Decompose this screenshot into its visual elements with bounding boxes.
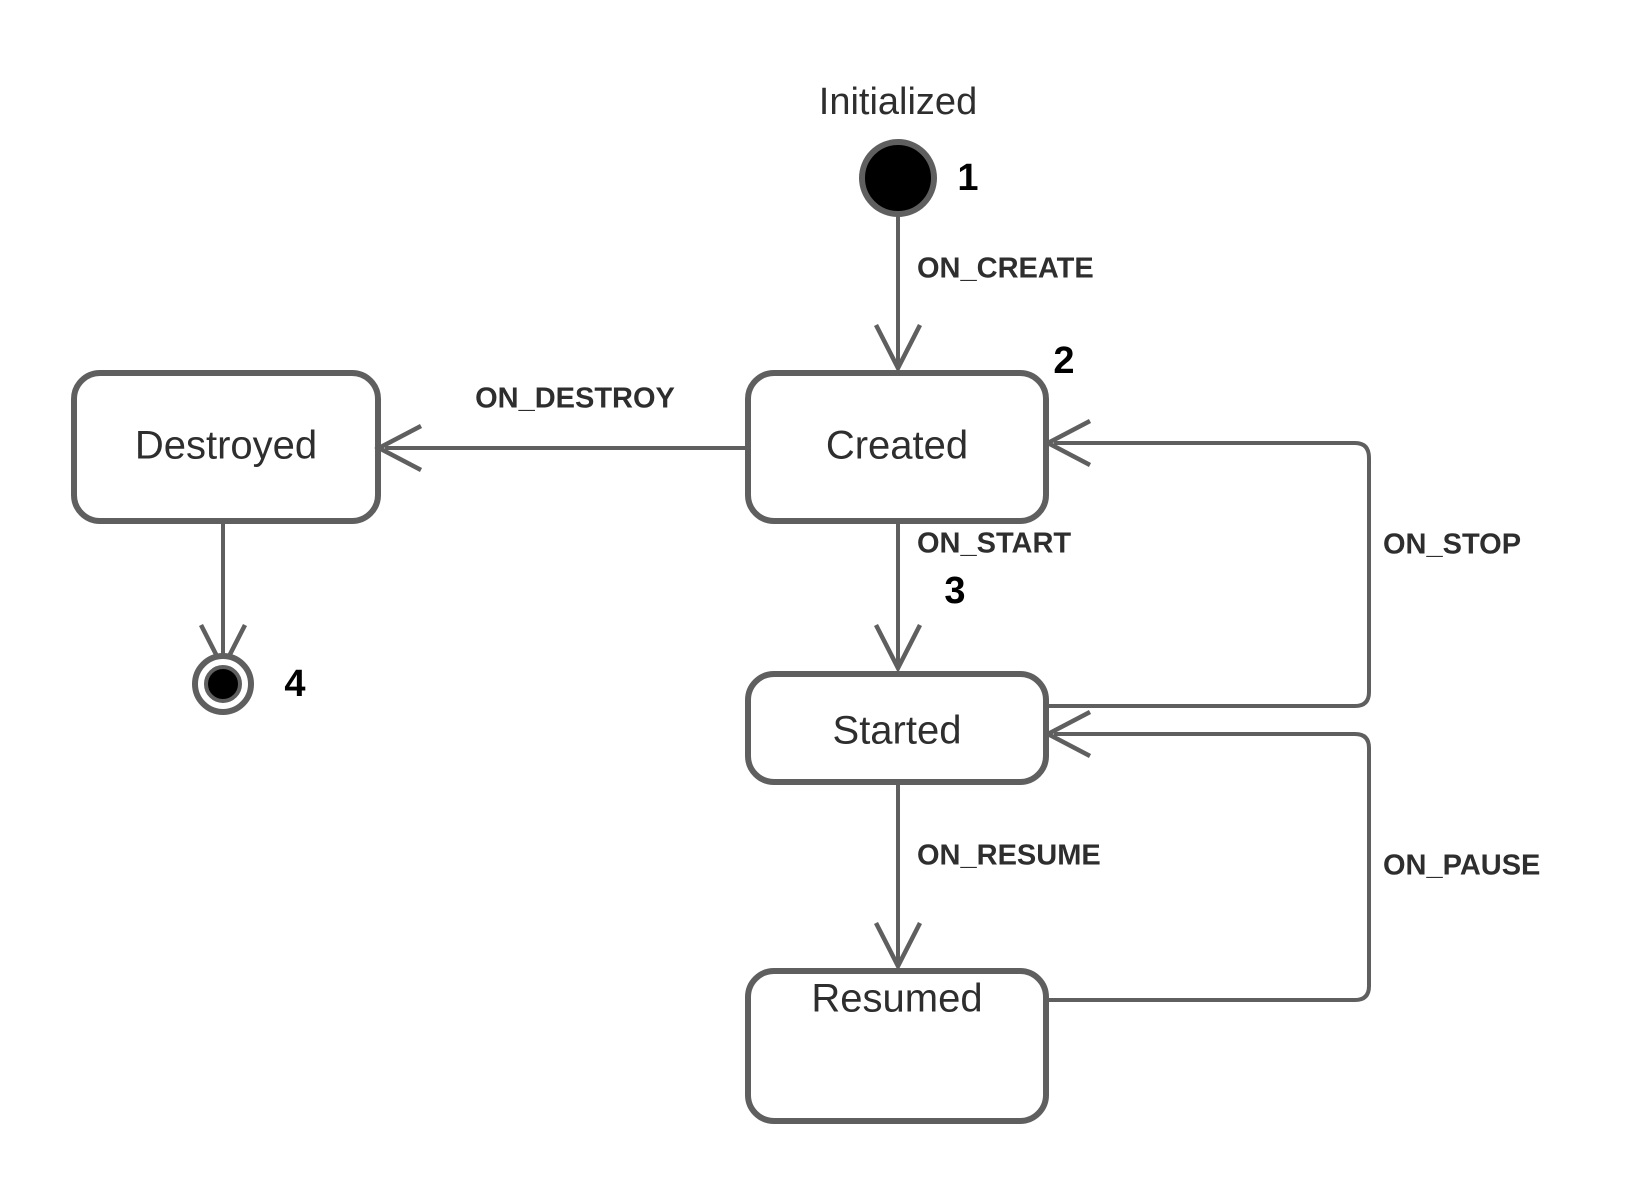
transition-on-pause-line[interactable] [1046, 732, 1371, 1002]
transition-on-stop-line[interactable] [1046, 441, 1371, 708]
state-label-resumed: Resumed [811, 977, 982, 1021]
transition-on-pause-label: ON_PAUSE [1383, 850, 1540, 882]
state-label-started: Started [833, 709, 962, 753]
state-label-destroyed: Destroyed [135, 424, 317, 468]
transition-on-resume-arrowhead [873, 921, 923, 971]
step-number-4: 4 [284, 663, 305, 705]
step-number-1: 1 [957, 157, 978, 199]
final-state-inner-dot [204, 665, 242, 703]
transition-on-stop-label: ON_STOP [1383, 529, 1521, 561]
transition-on-create-arrowhead [873, 323, 923, 373]
transition-on-destroy-label: ON_DESTROY [475, 383, 675, 415]
state-node-resumed[interactable] [745, 968, 1049, 1124]
step-number-2: 2 [1053, 340, 1074, 382]
transition-on-stop-arrowhead [1043, 419, 1092, 467]
transition-on-create-label: ON_CREATE [917, 253, 1094, 285]
step-number-3: 3 [944, 570, 965, 612]
transition-on-start-label: ON_START [917, 528, 1071, 560]
initial-state-node[interactable] [859, 139, 937, 217]
transition-on-start-arrowhead [873, 623, 923, 673]
transition-on-destroy-arrowhead [374, 424, 423, 472]
transition-on-pause-arrowhead [1043, 710, 1092, 758]
transition-on-resume-label: ON_RESUME [917, 840, 1101, 872]
state-label-created: Created [826, 424, 968, 468]
initial-state-caption: Initialized [819, 81, 977, 123]
